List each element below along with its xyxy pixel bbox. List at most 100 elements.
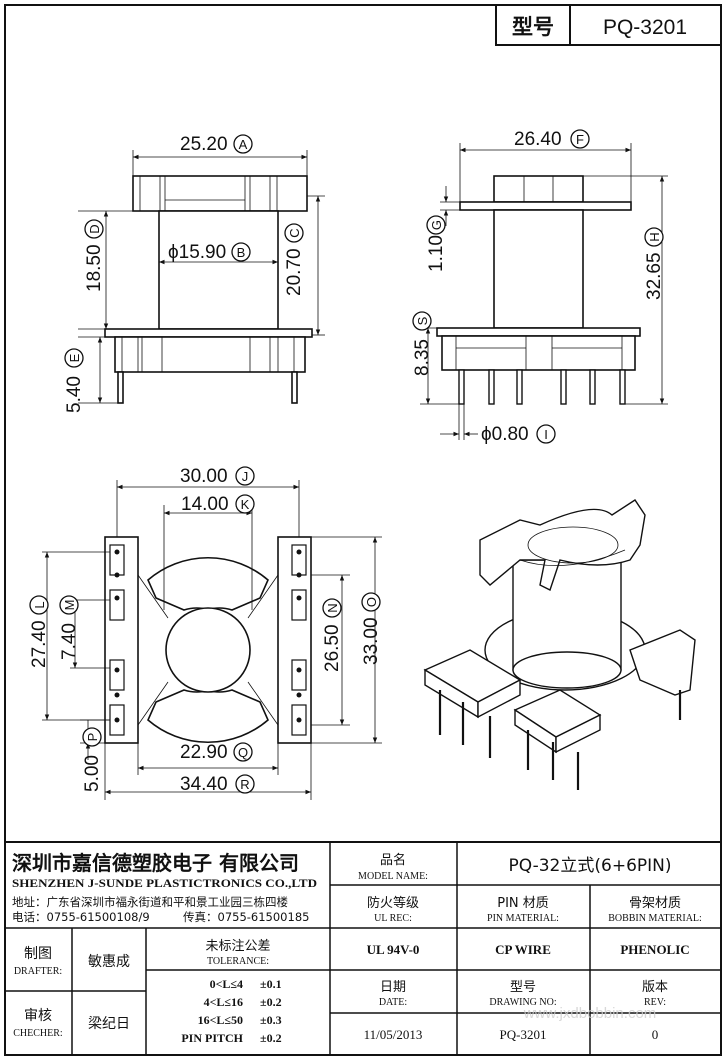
drafter-label-en: DRAFTER: xyxy=(14,966,62,977)
svg-text:7.40: 7.40 xyxy=(59,623,80,660)
tolerance-range: 4<L≤16 xyxy=(204,995,243,1009)
dim-H: 32.65 H xyxy=(644,227,665,300)
ul-rec-label-en: UL REC: xyxy=(374,913,412,924)
pin-material-label-cn: PIN 材质 xyxy=(497,896,549,911)
drawing-no-label-en: DRAWING NO: xyxy=(489,997,556,1008)
svg-text:C: C xyxy=(287,228,302,237)
company-fax: 传真：0755-61500185 xyxy=(183,910,309,924)
watermark: www.jxdbobbin.com xyxy=(523,1005,657,1022)
bobbin-material-label-en: BOBBIN MATERIAL: xyxy=(608,913,702,924)
svg-text:H: H xyxy=(647,232,662,241)
svg-text:34.40: 34.40 xyxy=(180,774,228,795)
company-phone: 电话：0755-61500108/9 xyxy=(12,910,150,924)
svg-text:I: I xyxy=(544,427,548,442)
svg-text:25.20: 25.20 xyxy=(180,134,228,155)
svg-text:F: F xyxy=(576,132,584,147)
tolerance-value: ±0.2 xyxy=(260,995,282,1009)
dim-R: 34.40 R xyxy=(180,774,255,795)
dimension-labels: 25.20 A ϕ15.90 B 20.70 C 18.50 D 5.40 E … xyxy=(29,129,665,795)
bobbin-material-label-cn: 骨架材质 xyxy=(629,896,681,911)
svg-text:22.90: 22.90 xyxy=(180,742,228,763)
header-model-box: 型号 PQ-3201 xyxy=(495,4,722,46)
drawing-no-value: PQ-3201 xyxy=(500,1027,547,1042)
dim-L: 27.40 L xyxy=(29,595,50,668)
dim-N: 26.50 N xyxy=(322,598,343,672)
tolerance-value: ±0.2 xyxy=(260,1031,282,1045)
svg-text:32.65: 32.65 xyxy=(644,252,665,300)
checker-name: 梁纪日 xyxy=(88,1016,130,1032)
date-label-en: DATE: xyxy=(379,997,407,1008)
svg-text:K: K xyxy=(241,497,250,512)
date-value: 11/05/2013 xyxy=(364,1027,423,1042)
checker-label-en: CHECHER: xyxy=(13,1028,62,1039)
dim-B: ϕ15.90 B xyxy=(168,242,251,263)
svg-text:S: S xyxy=(415,316,430,325)
drafter-name: 敏惠成 xyxy=(88,954,130,970)
title-block: 深圳市嘉信德塑胶电子 有限公司 SHENZHEN J-SUNDE PLASTIC… xyxy=(5,841,721,1055)
svg-text:E: E xyxy=(67,353,82,362)
tolerance-value: ±0.1 xyxy=(260,977,282,991)
model-name-label-en: MODEL NAME: xyxy=(358,871,428,882)
svg-text:M: M xyxy=(62,600,77,611)
top-view xyxy=(42,480,382,800)
svg-text:8.35: 8.35 xyxy=(412,339,433,376)
side-view xyxy=(420,143,668,440)
svg-text:ϕ0.80: ϕ0.80 xyxy=(481,424,529,445)
dim-E: 5.40 E xyxy=(64,348,85,413)
dim-G: 1.10 G xyxy=(426,215,447,272)
rev-value: 0 xyxy=(652,1027,659,1042)
header-model-label: 型号 xyxy=(512,15,554,39)
company-name-en: SHENZHEN J-SUNDE PLASTICTRONICS CO.,LTD xyxy=(12,878,317,890)
header-model-value: PQ-3201 xyxy=(603,16,687,39)
svg-text:33.00: 33.00 xyxy=(361,617,382,665)
svg-text:L: L xyxy=(32,601,47,608)
tolerance-range: PIN PITCH xyxy=(181,1031,243,1045)
tolerance-range: 16<L≤50 xyxy=(198,1013,243,1027)
svg-text:R: R xyxy=(240,777,249,792)
dim-J: 30.00 J xyxy=(180,466,255,487)
svg-text:27.40: 27.40 xyxy=(29,620,50,668)
svg-text:26.50: 26.50 xyxy=(322,624,343,672)
dim-I: ϕ0.80 I xyxy=(481,424,556,445)
dim-M: 7.40 M xyxy=(59,595,80,660)
svg-text:5.00: 5.00 xyxy=(82,755,103,792)
svg-text:B: B xyxy=(237,245,246,260)
dim-S: 8.35 S xyxy=(412,311,433,376)
svg-text:ϕ15.90: ϕ15.90 xyxy=(168,242,226,263)
svg-text:A: A xyxy=(239,137,248,152)
svg-text:P: P xyxy=(85,733,100,742)
company-address: 地址：广东省深圳市福永街道和平和景工业园三栋四楼 xyxy=(12,895,288,909)
tolerance-range: 0<L≤4 xyxy=(210,977,243,991)
dim-F: 26.40 F xyxy=(514,129,590,150)
svg-text:14.00: 14.00 xyxy=(181,494,229,515)
svg-text:1.10: 1.10 xyxy=(426,235,447,272)
ul-rec-value: UL 94V-0 xyxy=(367,942,420,957)
svg-text:G: G xyxy=(429,220,444,230)
rev-label-en: REV: xyxy=(644,997,666,1008)
svg-text:18.50: 18.50 xyxy=(84,244,105,292)
pin-material-label-en: PIN MATERIAL: xyxy=(487,913,559,924)
dim-D: 18.50 D xyxy=(84,219,105,292)
sheet-border xyxy=(4,4,722,1056)
svg-text:N: N xyxy=(325,603,340,612)
dim-K: 14.00 K xyxy=(181,494,255,515)
tolerance-value: ±0.3 xyxy=(260,1013,282,1027)
dim-C: 20.70 C xyxy=(284,223,305,296)
front-view xyxy=(78,150,325,404)
svg-text:30.00: 30.00 xyxy=(180,466,228,487)
company-name-cn: 深圳市嘉信德塑胶电子 有限公司 xyxy=(12,851,299,875)
svg-text:26.40: 26.40 xyxy=(514,129,562,150)
tolerance-label-cn: 未标注公差 xyxy=(205,939,270,954)
dim-O: 33.00 O xyxy=(361,592,382,665)
drafter-label-cn: 制图 xyxy=(24,946,52,962)
svg-text:D: D xyxy=(87,224,102,233)
date-label-cn: 日期 xyxy=(380,980,406,995)
model-name-value: PQ-32立式(6+6PIN) xyxy=(509,856,672,876)
dim-A: 25.20 A xyxy=(180,134,253,155)
svg-text:Q: Q xyxy=(238,745,248,760)
svg-text:5.40: 5.40 xyxy=(64,376,85,413)
bobbin-material-value: PHENOLIC xyxy=(620,942,689,957)
dim-P: 5.00 P xyxy=(82,727,103,792)
isometric-view xyxy=(423,499,696,790)
